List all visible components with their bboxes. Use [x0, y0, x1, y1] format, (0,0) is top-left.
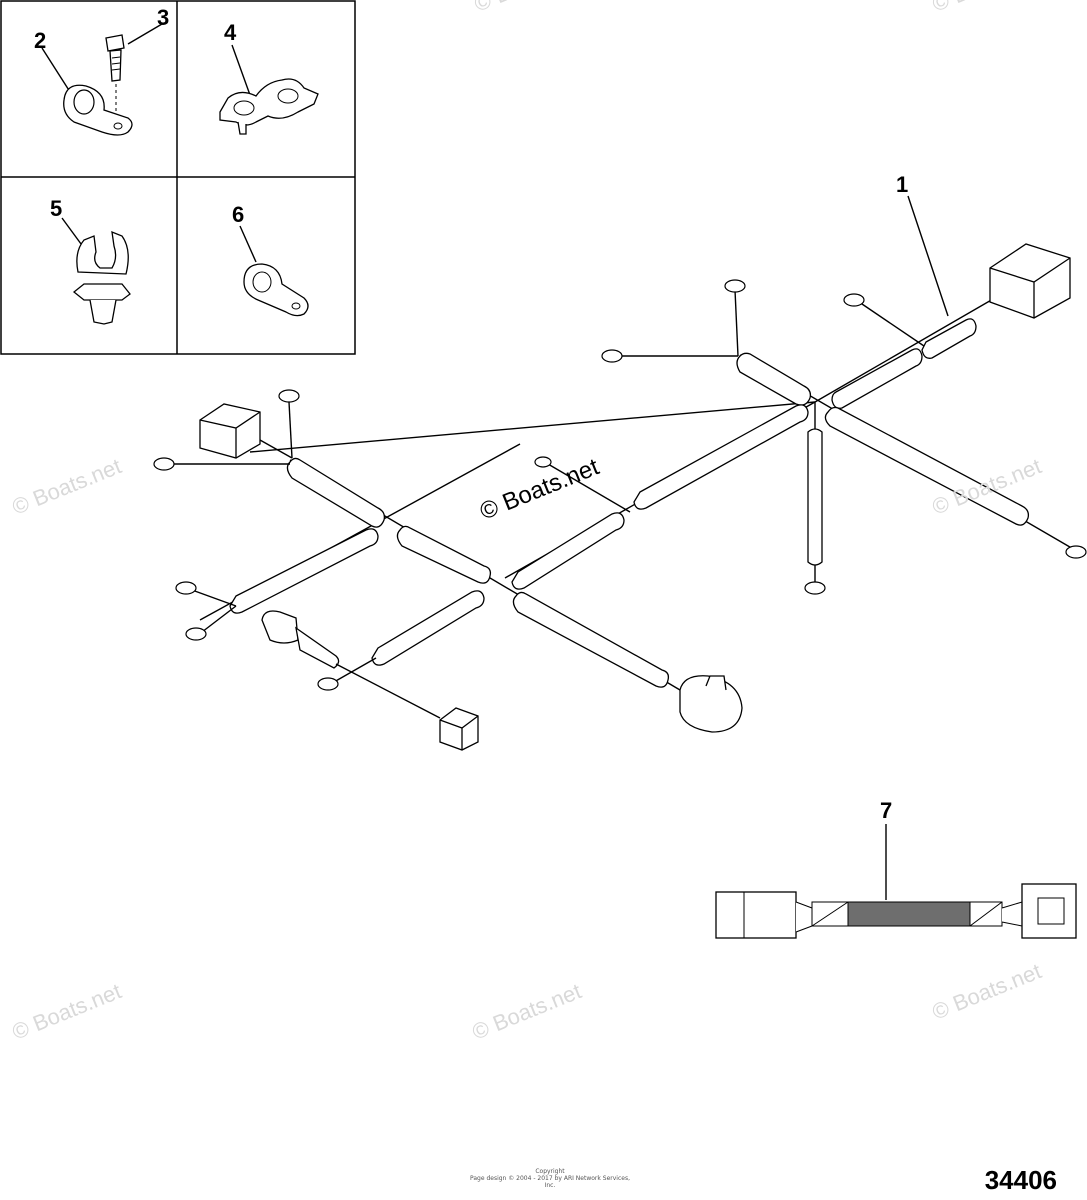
copyright-line-2: Page design © 2004 - 2017 by ARI Network…	[470, 1175, 630, 1189]
p-clamp-illustration	[239, 225, 309, 317]
callout-1: 1	[896, 172, 908, 197]
harness-sleeve	[807, 428, 823, 566]
callout-4: 4	[224, 20, 237, 45]
harness-sleeve	[736, 352, 812, 406]
callout-7: 7	[880, 798, 892, 823]
harness-connector	[199, 403, 261, 459]
ring-terminal	[534, 456, 552, 468]
ring-terminal	[843, 293, 865, 307]
callout-6: 6	[232, 202, 244, 227]
harness-sleeve	[511, 512, 625, 590]
harness-sleeve	[831, 348, 923, 409]
harness-sleeve	[286, 457, 386, 528]
callout-2: 2	[34, 28, 46, 53]
harness-connector	[439, 707, 479, 751]
watermark: © Boats.net	[469, 978, 585, 1044]
ring-terminal	[317, 677, 339, 691]
ring-terminal	[278, 389, 300, 403]
ring-terminal	[601, 349, 623, 363]
clamp-with-bolt-illustration	[41, 23, 163, 136]
copyright-line-1: Copyright	[535, 1168, 565, 1175]
ring-terminal	[724, 279, 746, 293]
watermark: © Boats.net	[9, 978, 125, 1044]
callout-5: 5	[50, 196, 62, 221]
harness-sleeve	[396, 525, 492, 584]
ring-terminal	[1065, 545, 1087, 559]
ring-terminal	[804, 581, 826, 595]
ring-terminal	[153, 457, 175, 471]
watermark: © Boats.net	[929, 0, 1045, 17]
figure-number: 34406	[984, 1165, 1057, 1195]
harness-sleeve	[633, 404, 809, 510]
harness-sleeve	[371, 590, 485, 666]
watermark: © Boats.net	[929, 958, 1045, 1024]
wiring-harness-illustration	[153, 195, 1087, 751]
harness-sleeve	[229, 528, 379, 614]
callout-3: 3	[157, 5, 169, 30]
parts-inset-grid	[0, 0, 356, 355]
extension-harness-illustration	[715, 824, 1077, 939]
sensor-plug	[261, 610, 299, 644]
push-clip-illustration	[61, 217, 131, 325]
double-clip-illustration	[219, 44, 319, 135]
ring-terminal	[175, 581, 197, 595]
copyright-notice: Copyright Page design © 2004 - 2017 by A…	[470, 1168, 630, 1189]
ring-terminal	[185, 627, 207, 641]
watermark: © Boats.net	[471, 0, 587, 17]
harness-sleeve	[921, 318, 977, 359]
harness-sleeve	[824, 406, 1030, 526]
watermark: © Boats.net	[9, 453, 125, 519]
harness-sleeve	[512, 591, 670, 688]
